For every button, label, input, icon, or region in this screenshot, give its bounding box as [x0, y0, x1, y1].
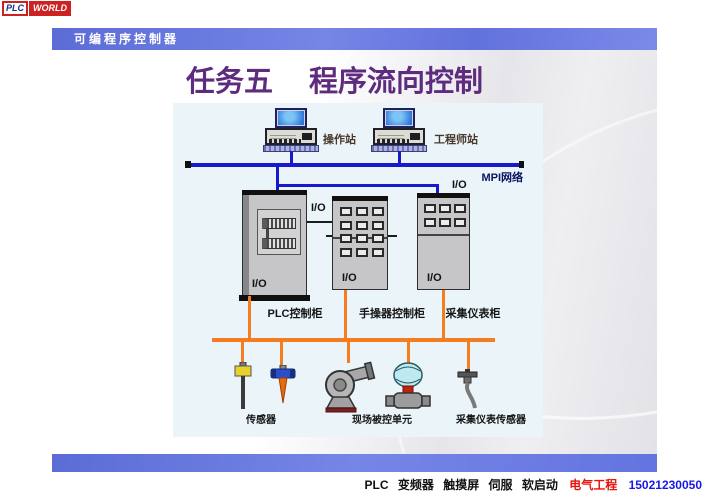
- case-teeth: [377, 139, 409, 143]
- engineer-drop-wire: [398, 151, 401, 165]
- button-cell: [356, 234, 368, 243]
- io-label-top-right: I/O: [452, 179, 467, 191]
- cone-sensor-icon: [270, 365, 296, 404]
- button-cell: [424, 204, 436, 213]
- button-cell: [454, 218, 466, 227]
- terminal-stub-left: [326, 235, 334, 237]
- button-cell: [372, 234, 384, 243]
- io-link-wire: [307, 221, 332, 223]
- plc-field-wire: [248, 296, 251, 339]
- logo-plc-text: PLC: [2, 1, 28, 16]
- monitor-icon: [275, 108, 307, 128]
- title-part-1: 任务五: [185, 66, 273, 98]
- hand-operator-cabinet: I/O: [332, 196, 388, 290]
- logo-world-text: WORLD: [29, 1, 71, 16]
- io-label-instrument-cabinet: I/O: [427, 272, 442, 284]
- cabinet-top-bar: [332, 196, 388, 201]
- plc-cabinet-drop-wire: [276, 167, 279, 193]
- sensor1-drop-wire: [241, 342, 244, 365]
- cabinet-top-bar: [242, 190, 307, 195]
- instrument-sensors-label: 采集仪表传感器: [456, 415, 526, 426]
- title-part-2: 程序流向控制: [309, 66, 484, 98]
- hand-field-wire: [344, 290, 347, 339]
- hand-operator-cabinet-name: 手操器控制柜: [359, 308, 425, 320]
- operator-station-label: 操作站: [323, 134, 356, 146]
- plc-module-panel: [257, 209, 301, 255]
- case-vents: [270, 133, 296, 139]
- button-cell: [372, 207, 384, 216]
- button-cell: [356, 207, 368, 216]
- footer-phone: 15021230050: [628, 478, 702, 492]
- footer-contact-line: PLC 变频器 触摸屏 伺服 软启动 电气工程 15021230050: [365, 476, 702, 493]
- case-teeth: [269, 139, 301, 143]
- disk-slot: [410, 133, 420, 140]
- system-diagram: 操作站 工程师站: [173, 103, 543, 437]
- io-label-link: I/O: [311, 202, 326, 214]
- branch-wire: [276, 184, 439, 187]
- mpi-network-label: MPI网络: [481, 172, 523, 184]
- terminal-stub-right: [386, 235, 397, 237]
- plc-cabinet-name: PLC控制柜: [267, 308, 323, 320]
- slide-header-bar: 可编程序控制器: [52, 28, 657, 50]
- button-cell: [439, 204, 451, 213]
- monitor-icon: [383, 108, 415, 128]
- bus-left-cap: [185, 161, 191, 168]
- button-cell: [372, 248, 384, 257]
- button-cell: [340, 221, 352, 230]
- io-label-plc-cabinet: I/O: [252, 278, 267, 290]
- field-bus-line: [212, 338, 495, 342]
- case-vents: [378, 133, 404, 139]
- header-title: 可编程序控制器: [74, 32, 180, 46]
- slide-body: 任务五 程序流向控制 操作站: [52, 50, 657, 454]
- pump-unit-icon: [325, 361, 376, 413]
- field-unit-label: 现场被控单元: [352, 415, 412, 426]
- plc-cabinet-base: [239, 295, 310, 301]
- engineer-station-label: 工程师站: [434, 134, 478, 146]
- footer-keywords: PLC 变频器 触摸屏 伺服 软启动: [364, 478, 558, 492]
- sensors-label: 传感器: [246, 415, 276, 426]
- sensor3-drop-wire: [467, 342, 470, 371]
- sensor2-drop-wire: [280, 342, 283, 368]
- button-cell: [356, 248, 368, 257]
- io-label-hand-cabinet: I/O: [342, 272, 357, 284]
- footer-brand: 电气工程: [569, 478, 618, 492]
- button-cell: [340, 234, 352, 243]
- cabinet-top-bar: [417, 193, 470, 198]
- probe-sensor-icon: [457, 369, 478, 409]
- mpi-bus-line: [188, 163, 523, 167]
- control-valve-icon: [385, 362, 431, 409]
- operator-station-computer: [263, 108, 319, 158]
- valve-drop-wire: [407, 342, 410, 363]
- button-cell: [424, 218, 436, 227]
- thermocouple-sensor-icon: [234, 362, 252, 409]
- computer-case-icon: [373, 128, 425, 145]
- button-cell: [454, 204, 466, 213]
- slide-footer-bar: [52, 454, 657, 472]
- button-cell: [356, 221, 368, 230]
- plc-module-row: [262, 238, 296, 249]
- plc-module-link: [266, 229, 269, 239]
- instrument-cabinet-name: 采集仪表柜: [445, 308, 501, 320]
- disk-slot: [302, 133, 312, 140]
- button-cell: [372, 221, 384, 230]
- plc-module-row: [262, 218, 296, 229]
- plc-cabinet: I/O: [242, 190, 307, 296]
- button-cell: [439, 218, 451, 227]
- panel-divider-line: [418, 234, 469, 236]
- pump-drop-wire: [347, 342, 350, 363]
- button-cell: [340, 207, 352, 216]
- bus-right-cap: [519, 161, 524, 168]
- instrument-cabinet-drop-wire: [436, 184, 439, 194]
- instrument-field-wire: [442, 290, 445, 339]
- page-title: 任务五 程序流向控制: [52, 58, 617, 100]
- cabinet-side: [243, 191, 249, 295]
- button-cell: [340, 248, 352, 257]
- computer-case-icon: [265, 128, 317, 145]
- operator-drop-wire: [290, 151, 293, 165]
- slide: 可编程序控制器 任务五 程序流向控制 操作站: [52, 28, 657, 472]
- instrument-cabinet: I/O: [417, 193, 470, 290]
